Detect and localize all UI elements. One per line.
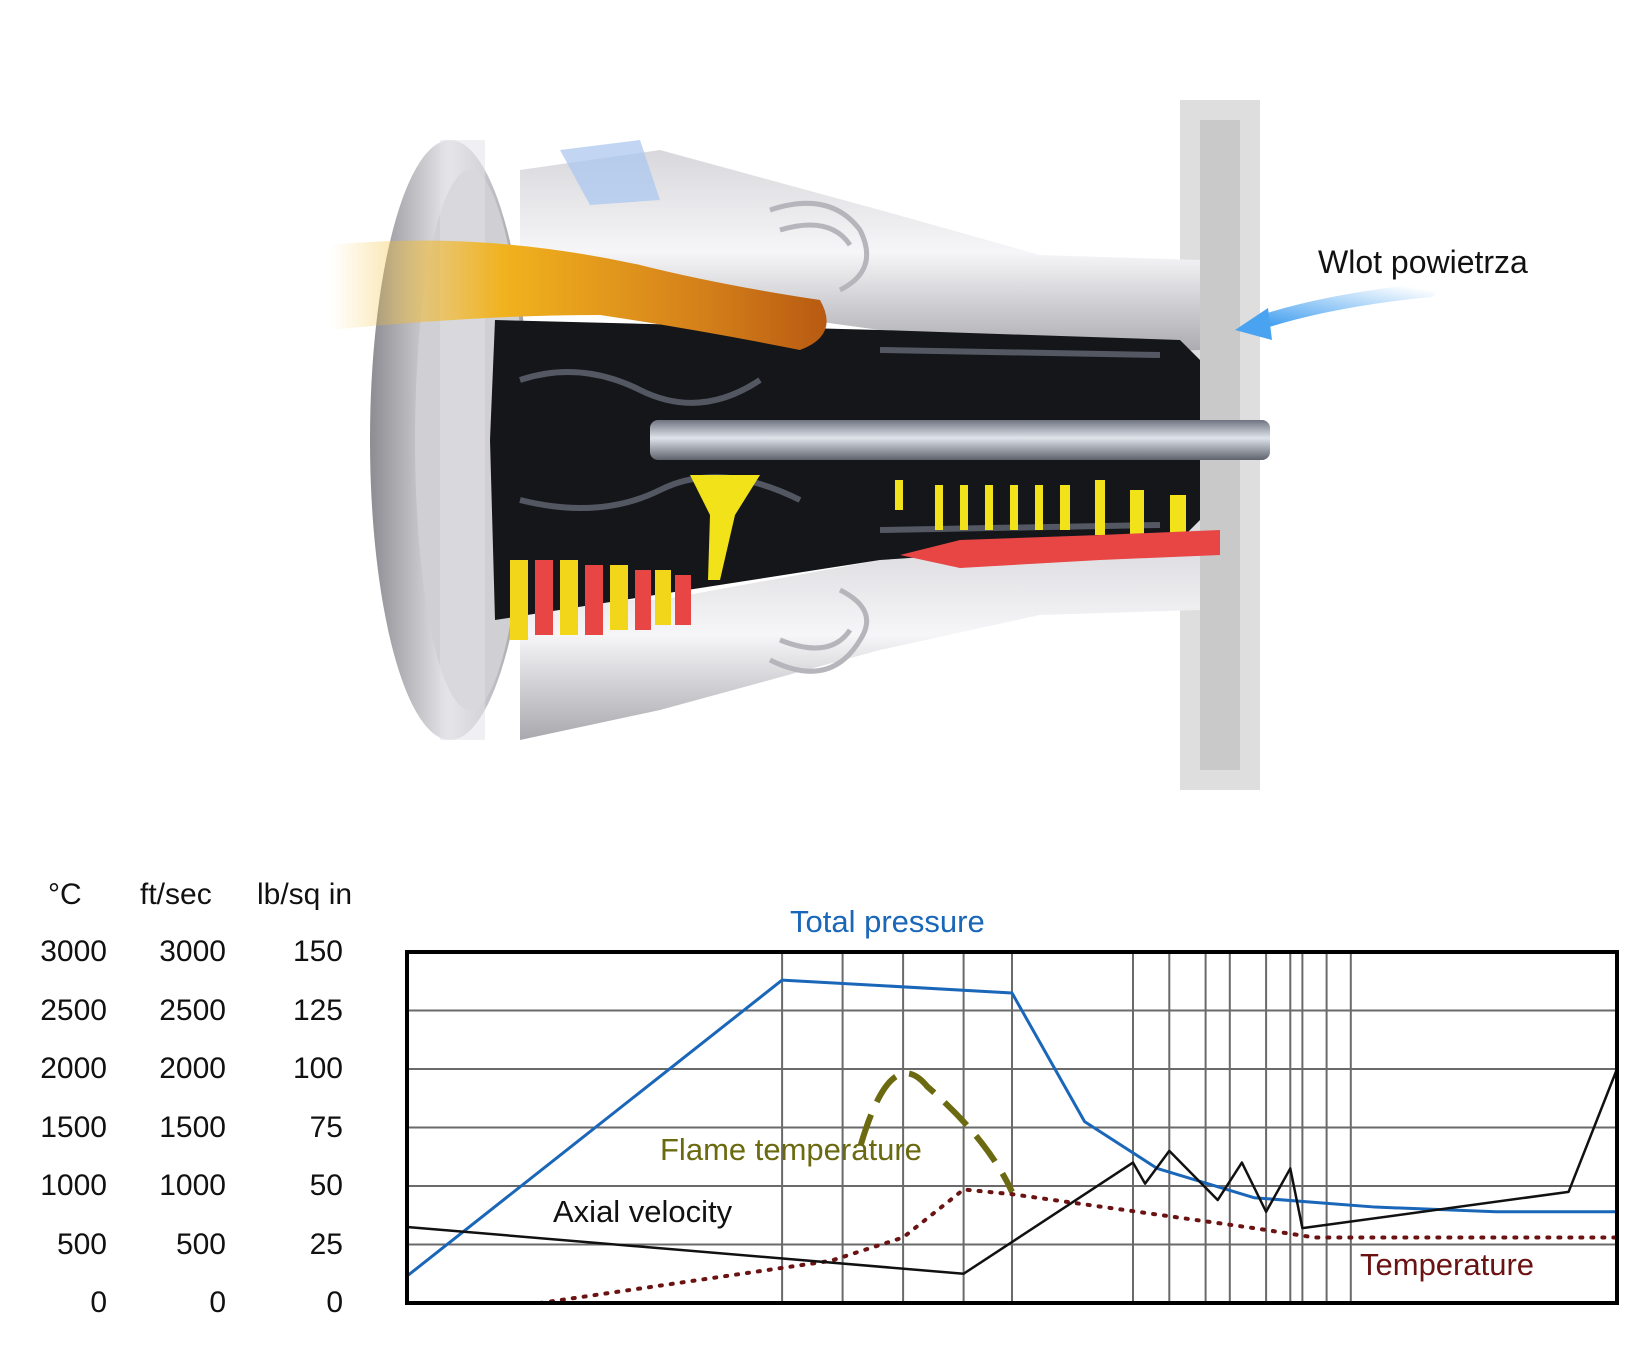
tick-psi: 0	[326, 1286, 343, 1319]
tick-celsius: 2000	[40, 1052, 107, 1085]
chart-series	[406, 978, 1619, 1305]
engine-drawing	[330, 100, 1437, 790]
engine-cutaway-illustration: Wlot powietrza	[330, 100, 1528, 790]
tick-ftsec: 3000	[159, 935, 226, 968]
label-temperature: Temperature	[1360, 1247, 1534, 1282]
tick-celsius: 1500	[40, 1110, 107, 1144]
tick-celsius: 1000	[40, 1169, 107, 1202]
compressor-blades	[895, 480, 1186, 540]
hot-gas-flow	[900, 530, 1220, 568]
intake-arrow	[1235, 283, 1437, 340]
intake-label: Wlot powietrza	[1318, 244, 1528, 280]
header-ftsec: ft/sec	[140, 878, 212, 911]
tick-ftsec: 1500	[159, 1110, 226, 1144]
tick-psi: 125	[292, 993, 343, 1027]
tick-psi: 50	[309, 1169, 343, 1202]
tick-psi: 25	[309, 1227, 343, 1261]
tick-celsius: 3000	[40, 935, 107, 968]
plot-frame	[405, 950, 1619, 1305]
tick-psi: 75	[309, 1110, 343, 1144]
turbine-blades	[510, 475, 760, 640]
cold-flow-path	[330, 240, 827, 350]
tick-celsius: 0	[90, 1286, 107, 1319]
tick-celsius: 500	[56, 1227, 107, 1261]
header-psi: lb/sq in	[257, 878, 353, 911]
label-axial-velocity: Axial velocity	[553, 1194, 733, 1229]
tick-psi: 100	[292, 1052, 343, 1085]
series-axial-velocity	[406, 1068, 1619, 1275]
tick-ftsec: 500	[175, 1227, 226, 1261]
tick-ftsec: 0	[209, 1286, 226, 1319]
tick-psi: 150	[292, 935, 343, 968]
tick-ftsec: 1000	[159, 1169, 226, 1202]
label-total-pressure: Total pressure	[790, 904, 985, 939]
main-shaft	[650, 420, 1270, 460]
tick-ftsec: 2000	[159, 1052, 226, 1085]
combustor-tubes	[768, 200, 870, 674]
tick-ftsec: 2500	[159, 993, 226, 1027]
series-temperature	[538, 1187, 1619, 1305]
tick-celsius: 2500	[40, 993, 107, 1027]
label-flame-temperature: Flame temperature	[660, 1132, 922, 1167]
series-flame-temperature	[857, 1070, 1015, 1194]
header-celsius: °C	[48, 878, 82, 911]
